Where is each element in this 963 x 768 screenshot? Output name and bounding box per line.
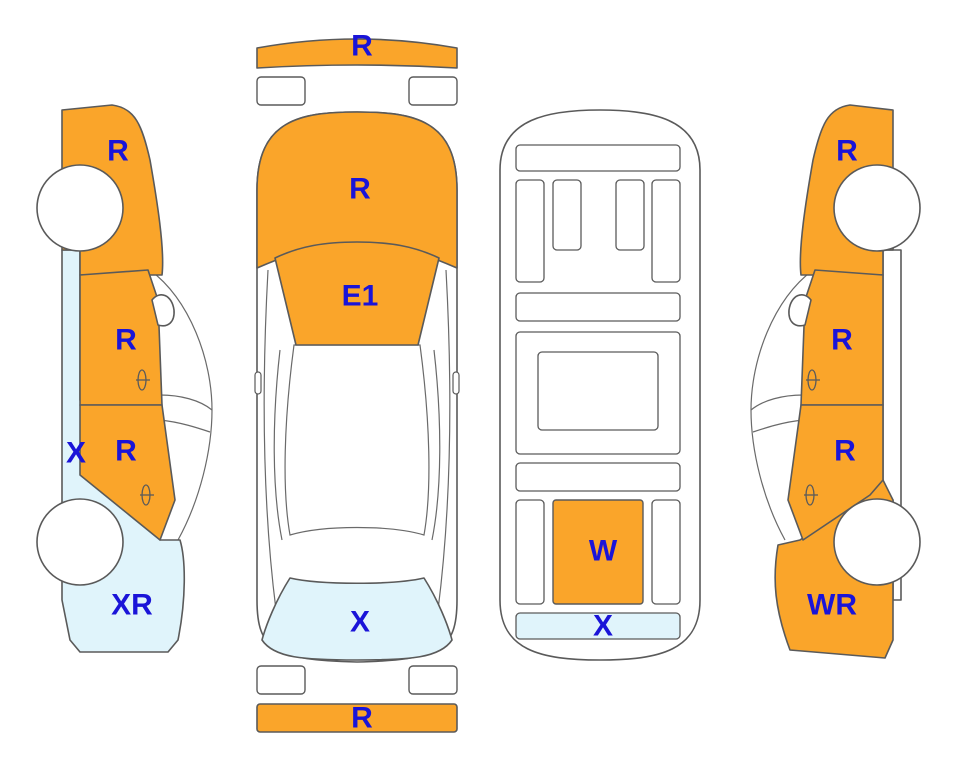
label-left-front-door: R [115,324,137,357]
label-right-quarter: WR [807,589,857,622]
label-left-rocker: X [66,437,86,470]
right-front-rail [651,179,681,283]
rear-right-light [408,665,458,695]
top-left-contour [263,269,277,611]
underbody-view [499,109,701,661]
right-mirror [788,294,812,327]
label-right-front-fender: R [836,135,858,168]
floor-rear-panel[interactable] [515,612,681,640]
left-inner-apron [552,179,582,251]
top-right-inner-contour [431,349,441,541]
top-left-mirror [254,371,262,395]
front-bumper[interactable] [256,38,458,69]
left-rear-rail [515,499,545,605]
label-right-front-door: R [831,324,853,357]
label-left-rear-door: R [115,435,137,468]
windshield[interactable] [274,241,440,346]
floor-spare-area[interactable] [552,499,644,605]
left-mirror-line [159,394,213,411]
label-left-quarter: XR [111,589,153,622]
roof [284,344,430,536]
right-rear-door[interactable] [787,404,884,541]
top-view [254,38,460,733]
left-front-wheel [36,164,124,252]
right-rear-door-handle [804,484,818,506]
rear-bumper[interactable] [256,703,458,733]
left-rear-wheel [36,498,124,586]
top-left-inner-contour [273,349,283,541]
right-front-wheel [833,164,921,252]
rear-window[interactable] [261,577,453,661]
left-mirror [151,294,175,327]
right-rear-rail [651,499,681,605]
front-left-light [256,76,306,106]
label-windshield: E1 [342,280,379,313]
label-floor-rear-panel: X [593,610,613,643]
left-rear-door[interactable] [79,404,176,541]
dash-crossmember [515,292,681,322]
right-rear-wheel [833,498,921,586]
floor-tunnel [537,351,659,431]
right-front-door[interactable] [800,269,884,406]
front-crossmember [515,144,681,172]
rear-crossmember [515,462,681,492]
left-side-view [36,104,213,653]
label-right-rear-door: R [834,435,856,468]
right-inner-apron [615,179,645,251]
right-side-view [750,104,921,659]
label-rear-bumper: R [351,702,373,735]
label-rear-window: X [350,606,370,639]
right-mirror-line [750,394,804,411]
front-right-light [408,76,458,106]
left-front-rail [515,179,545,283]
left-front-door[interactable] [79,269,163,406]
left-front-door-handle [136,369,150,391]
label-hood: R [349,173,371,206]
label-left-front-fender: R [107,135,129,168]
left-rear-door-handle [140,484,154,506]
top-right-contour [437,269,451,611]
right-belt-line [752,419,804,433]
left-belt-line [159,419,211,433]
top-right-mirror [452,371,460,395]
damage-labels: R R E1 X R W X R R R X XR R R R WR [66,30,858,735]
label-front-bumper: R [351,30,373,63]
label-floor-spare-area: W [589,535,618,568]
right-front-door-handle [806,369,820,391]
rear-left-light [256,665,306,695]
